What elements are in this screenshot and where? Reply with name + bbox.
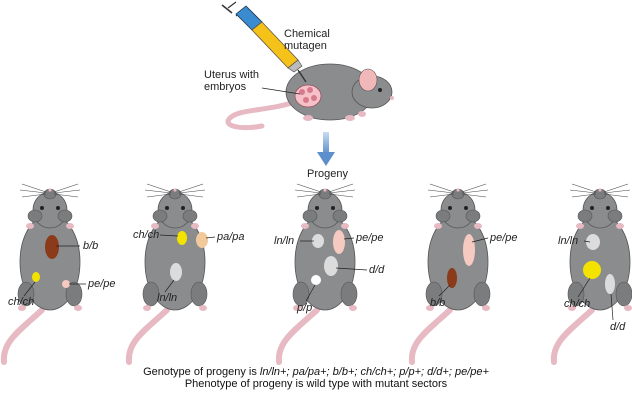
label-pointer bbox=[164, 279, 175, 293]
mutant-sector bbox=[583, 261, 601, 279]
label-pointer bbox=[577, 277, 591, 298]
genotype-label: ch/ch bbox=[564, 298, 590, 310]
mutant-sector bbox=[333, 230, 345, 254]
label-pointer bbox=[610, 293, 614, 321]
phenotype-caption: Phenotype of progeny is wild type with m… bbox=[185, 378, 448, 390]
genotype-label: pe/pe bbox=[355, 232, 384, 244]
label-pointer bbox=[343, 237, 355, 240]
progeny-label: Progeny bbox=[307, 168, 348, 180]
label-pointer bbox=[335, 267, 368, 271]
mutant-sector bbox=[32, 272, 40, 282]
progeny-mouse-2: ch/ch pa/pa ln/ln bbox=[129, 184, 245, 362]
chemical-mutagen-label: Chemical mutagen bbox=[284, 28, 333, 52]
genotype-label: ch/ch bbox=[133, 229, 159, 241]
genotype-label: pa/pa bbox=[216, 231, 245, 243]
down-arrow-icon bbox=[317, 132, 335, 166]
genotype-label: p/p bbox=[296, 302, 312, 314]
mouse-body bbox=[129, 184, 207, 362]
label-pointer bbox=[583, 240, 591, 243]
uterus-pointer bbox=[261, 87, 301, 95]
mutant-sector bbox=[62, 280, 70, 288]
genotype-label: b/b bbox=[83, 240, 98, 252]
genotype-label: ch/ch bbox=[8, 296, 34, 308]
progeny-mouse-3: ln/ln pe/pe d/d p/p bbox=[274, 184, 385, 362]
mutant-sector bbox=[312, 234, 324, 248]
mouse-body bbox=[4, 184, 82, 362]
uterus-label: Uterus with embryos bbox=[204, 69, 262, 93]
mutant-sector bbox=[447, 268, 457, 288]
progeny-mouse-1: b/b ch/ch pe/pe bbox=[4, 184, 116, 362]
label-pointer bbox=[205, 236, 216, 239]
genotype-label: d/d bbox=[610, 321, 626, 333]
progeny-row: b/b ch/ch pe/pe ch/ch pa/pa ln/ln ln/ln pe/pe d/… bbox=[4, 184, 632, 362]
label-pointer bbox=[305, 284, 316, 302]
label-pointer bbox=[471, 237, 489, 243]
mutant-sector bbox=[311, 275, 321, 285]
progeny-mouse-4: pe/pe b/b bbox=[412, 184, 518, 362]
progeny-mouse-5: ln/ln ch/ch d/d bbox=[554, 184, 632, 362]
genotype-label: pe/pe bbox=[87, 278, 116, 290]
mutant-sector bbox=[45, 235, 59, 259]
mutant-sector bbox=[463, 234, 475, 266]
mutant-sector bbox=[196, 232, 208, 248]
genotype-label: b/b bbox=[430, 297, 445, 309]
mouse-body bbox=[279, 184, 357, 362]
genotype-label: pe/pe bbox=[489, 232, 518, 244]
label-pointer bbox=[159, 234, 179, 237]
genotype-caption: Genotype of progeny is ln/ln+; pa/pa+; b… bbox=[143, 366, 489, 378]
pregnant-mouse bbox=[225, 63, 394, 131]
genotype-label: ln/ln bbox=[558, 235, 578, 247]
label-pointer bbox=[23, 281, 36, 297]
genotype-label: ln/ln bbox=[274, 235, 294, 247]
mutant-sector bbox=[177, 231, 187, 245]
mutant-sector bbox=[605, 274, 615, 294]
mutant-sector bbox=[324, 256, 338, 276]
genotype-label: ln/ln bbox=[157, 292, 177, 304]
mutant-sector bbox=[586, 234, 600, 250]
genotype-label: d/d bbox=[369, 264, 385, 276]
mutant-sector bbox=[170, 263, 182, 281]
syringe-icon bbox=[221, 1, 307, 83]
label-pointer bbox=[438, 284, 451, 297]
